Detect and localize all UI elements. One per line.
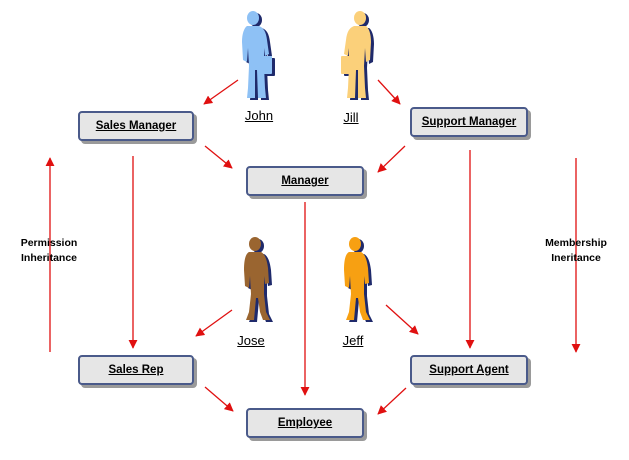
role-support-agent[interactable]: Support Agent xyxy=(410,355,528,385)
permission-inheritance-label: Permission Inheritance xyxy=(14,236,84,266)
arrow-jeff-to-support-agent xyxy=(385,304,419,335)
arrows xyxy=(45,79,581,415)
arrow-support-manager-to-manager xyxy=(377,145,406,173)
jill-figure-icon xyxy=(341,11,374,100)
user-label-john[interactable]: John xyxy=(244,108,274,123)
arrow-support-agent-to-employee xyxy=(377,387,407,415)
role-sales-manager[interactable]: Sales Manager xyxy=(78,111,194,141)
arrow-sales-rep-to-employee xyxy=(204,386,234,412)
john-figure-icon xyxy=(242,11,275,100)
jeff-figure-icon xyxy=(344,237,373,322)
arrow-sales-manager-to-manager xyxy=(204,145,233,169)
role-manager[interactable]: Manager xyxy=(246,166,364,196)
permission-label-line-1: Permission xyxy=(20,237,78,249)
role-support-manager[interactable]: Support Manager xyxy=(410,107,528,137)
membership-label-line-1: Membership xyxy=(545,237,607,249)
user-label-jill[interactable]: Jill xyxy=(343,110,359,125)
arrow-jill-to-support-manager xyxy=(377,79,401,105)
arrow-john-to-sales-manager xyxy=(203,79,239,105)
membership-label-line-2: Ineritance xyxy=(551,252,601,264)
role-sales-rep[interactable]: Sales Rep xyxy=(78,355,194,385)
role-employee[interactable]: Employee xyxy=(246,408,364,438)
membership-inheritance-label: Membership Ineritance xyxy=(540,236,612,266)
arrow-jose-to-sales-rep xyxy=(195,309,233,337)
user-label-jose[interactable]: Jose xyxy=(237,333,265,348)
user-label-jeff[interactable]: Jeff xyxy=(342,333,364,348)
permission-label-line-2: Inheritance xyxy=(20,252,78,264)
jose-figure-icon xyxy=(244,237,273,322)
